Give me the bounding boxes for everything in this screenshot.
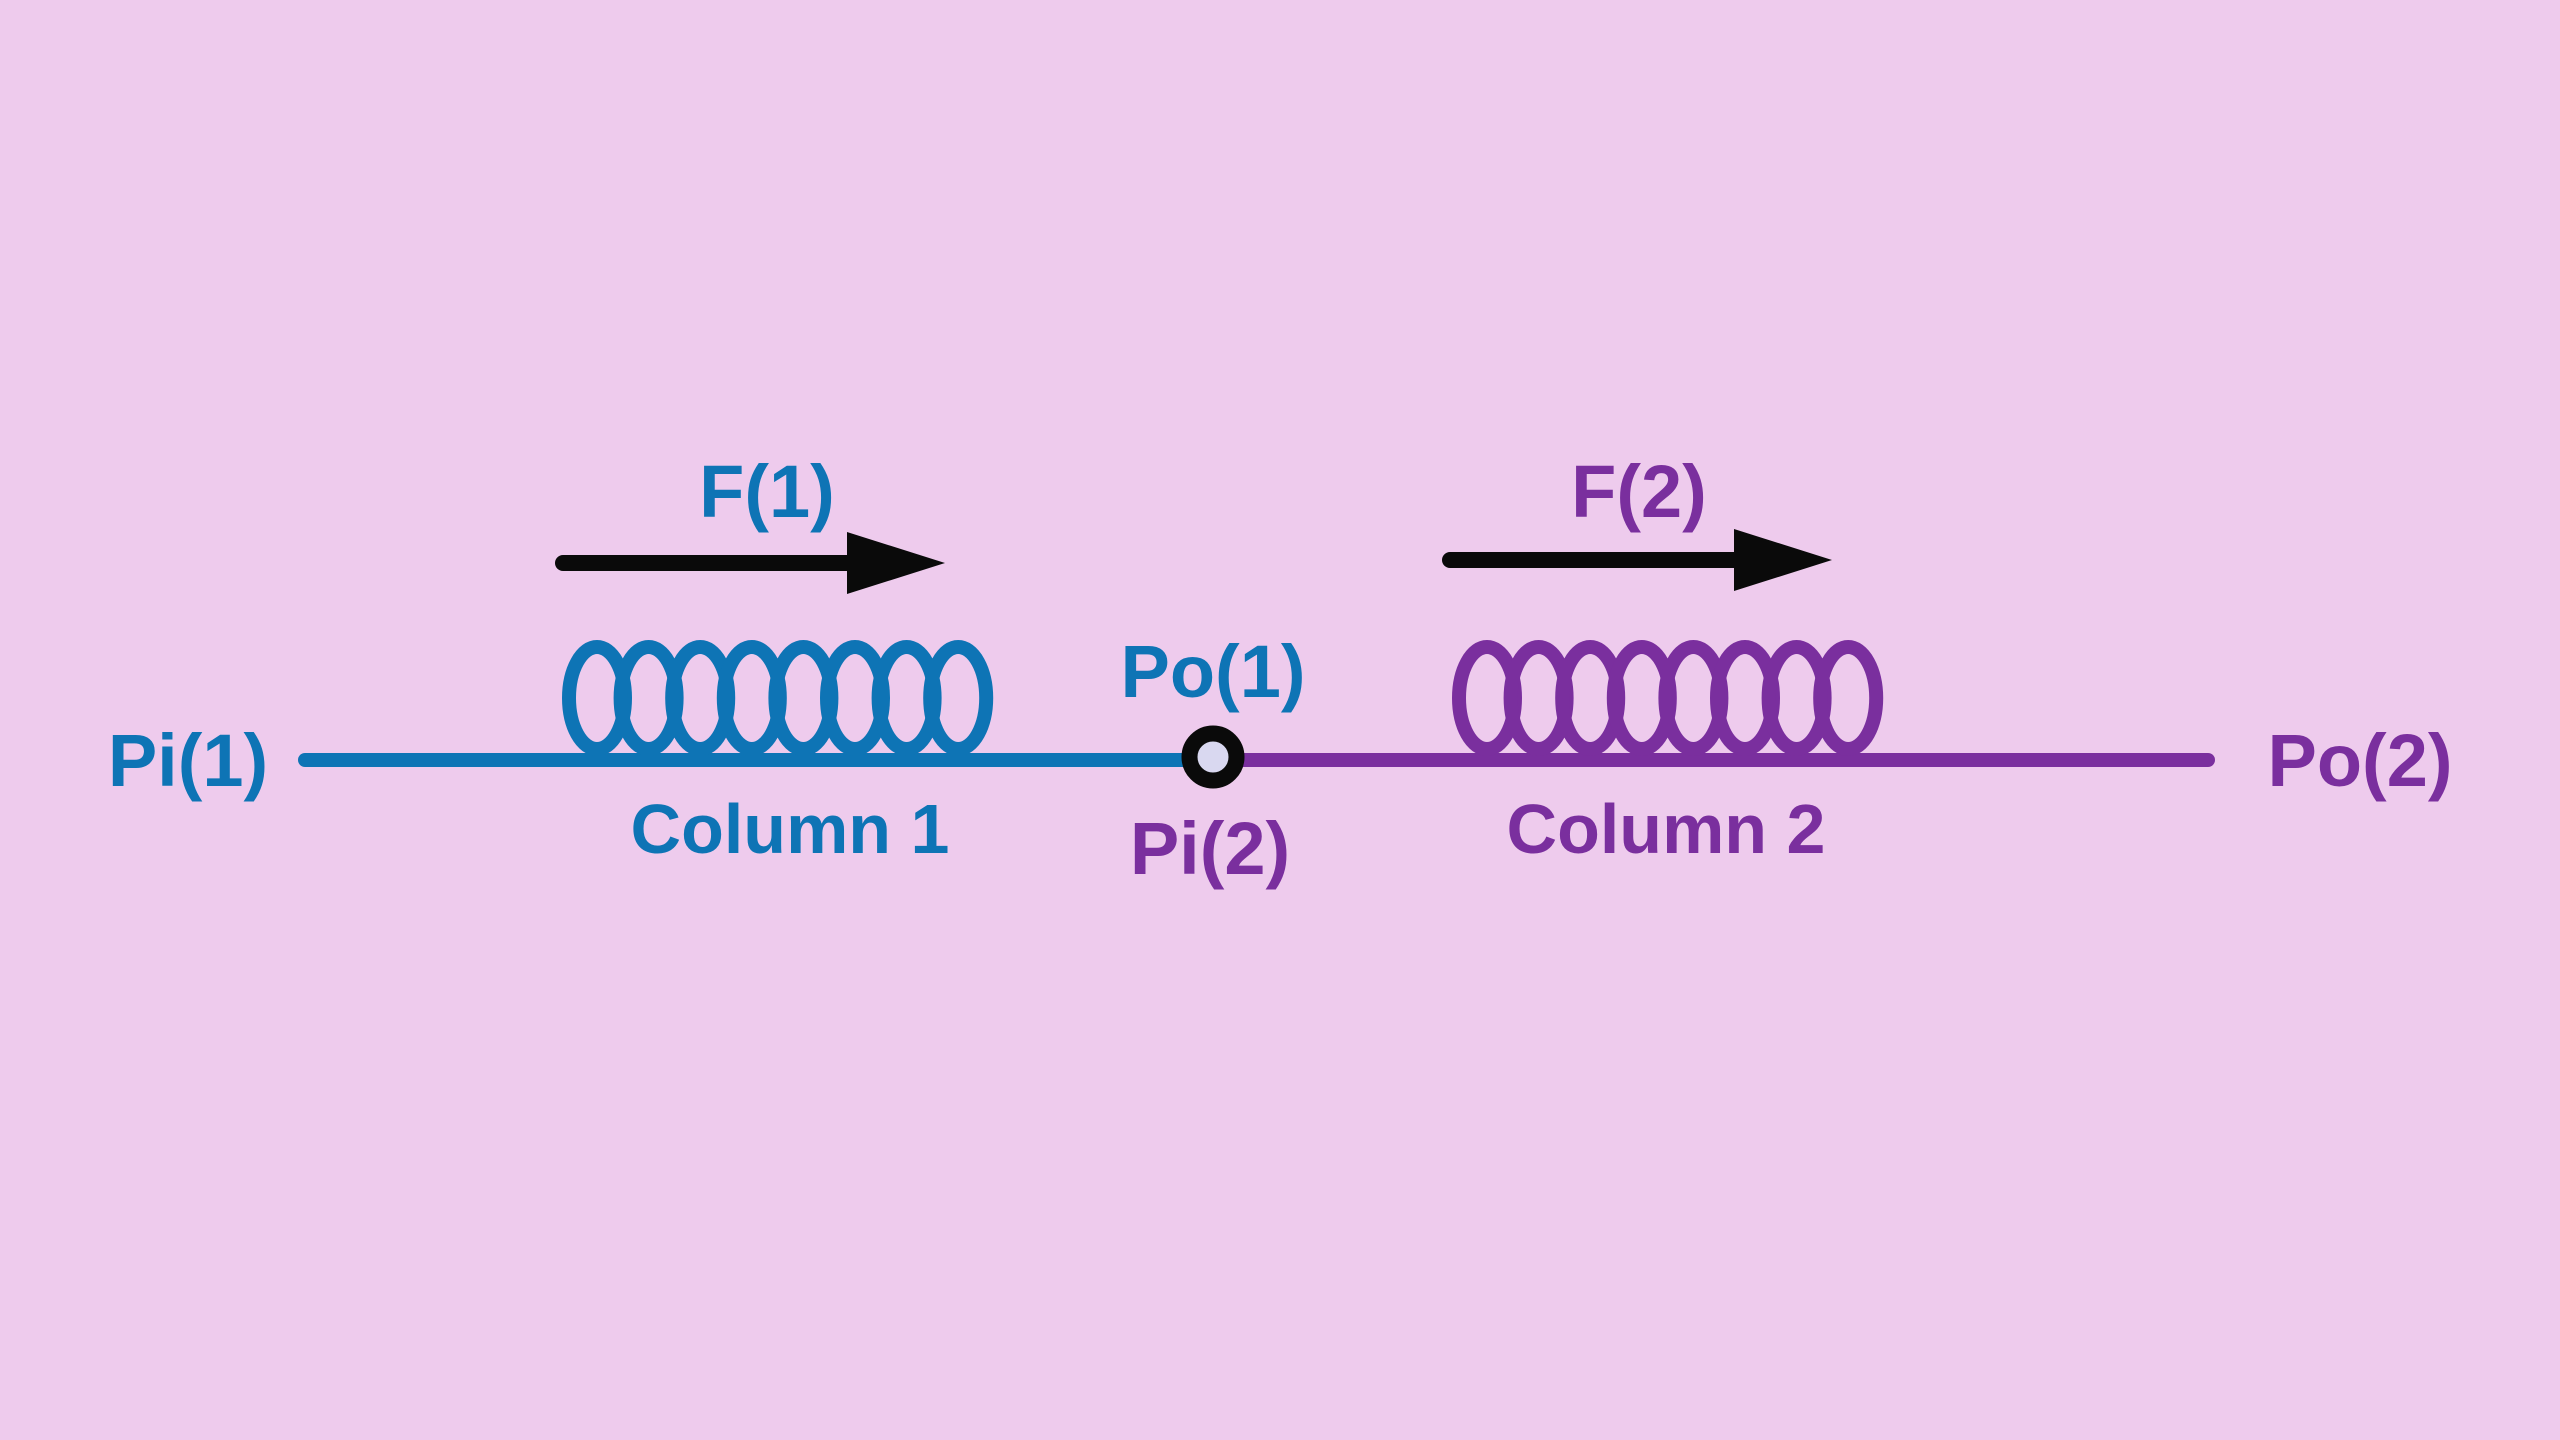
label-column-1: Column 1 (630, 790, 950, 868)
arrow-right-icon-f2 (1450, 529, 1832, 591)
label-outlet-pressure-2: Po(2) (2267, 719, 2453, 802)
label-outlet-pressure-1: Po(1) (1120, 630, 1306, 713)
junction-node-icon (1181, 725, 1245, 789)
spring-coil-icon-column2 (1459, 647, 1876, 749)
label-inlet-pressure-2: Pi(2) (1129, 807, 1291, 890)
label-force-1: F(1) (699, 450, 835, 533)
label-inlet-pressure-1: Pi(1) (107, 719, 269, 802)
label-force-2: F(2) (1571, 450, 1707, 533)
spring-coil-icon-column1 (569, 647, 986, 749)
label-column-2: Column 2 (1506, 790, 1826, 868)
arrow-right-icon-f1 (563, 532, 945, 594)
